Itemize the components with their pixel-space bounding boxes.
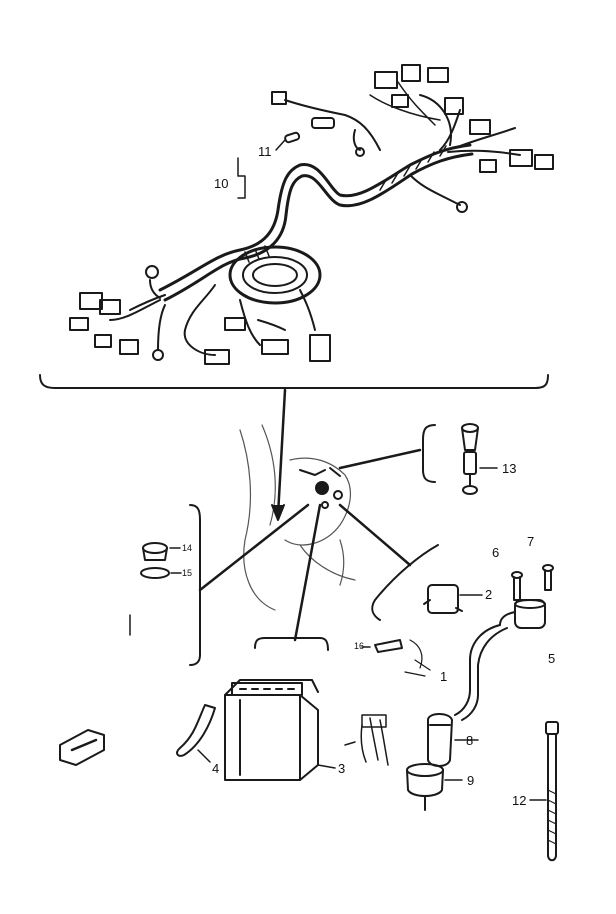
harness-leaders — [237, 139, 286, 199]
part-1-small — [404, 639, 431, 677]
callout-9: 9 — [467, 773, 475, 788]
bolt-7 — [542, 564, 554, 591]
regulator-block — [299, 467, 343, 509]
bracket-horn — [422, 424, 436, 483]
callout-12: 12 — [512, 793, 527, 808]
part-2-relay — [423, 584, 483, 614]
part-12-strap — [529, 721, 559, 862]
part-4-hose — [176, 704, 216, 763]
pointer-arrowhead — [271, 504, 285, 521]
callout-6: 6 — [492, 545, 500, 560]
part-16-small — [361, 639, 403, 653]
part-14-15-fuseholder — [129, 542, 182, 636]
pointer-lines — [198, 388, 422, 642]
callout-3: 3 — [338, 761, 346, 776]
callout-14: 14 — [182, 543, 193, 553]
part-13-switch — [461, 423, 498, 495]
part-9-spark-plug — [406, 763, 463, 811]
callout-4: 4 — [212, 761, 220, 776]
callout-11: 11 — [258, 144, 272, 159]
part-3-battery — [224, 679, 336, 781]
part-5-coil — [454, 599, 546, 721]
callout-7: 7 — [527, 534, 535, 549]
callout-15: 15 — [182, 568, 193, 578]
bracket-battery — [254, 637, 329, 651]
callout-10: 10 — [214, 176, 229, 191]
callout-2: 2 — [485, 587, 493, 602]
front-arrow-icon — [59, 729, 105, 766]
wire-harness — [69, 64, 554, 365]
harness-bracket — [39, 374, 549, 389]
bracket-relay — [371, 544, 439, 621]
callout-1: 1 — [440, 669, 448, 684]
callout-8: 8 — [466, 733, 474, 748]
bolt-6 — [511, 571, 523, 601]
callout-16: 16 — [354, 641, 365, 651]
battery-leads — [344, 714, 389, 766]
bracket-side — [189, 504, 201, 666]
callout-13: 13 — [502, 461, 517, 476]
frame-sketch — [239, 424, 356, 611]
callout-5: 5 — [548, 651, 556, 666]
